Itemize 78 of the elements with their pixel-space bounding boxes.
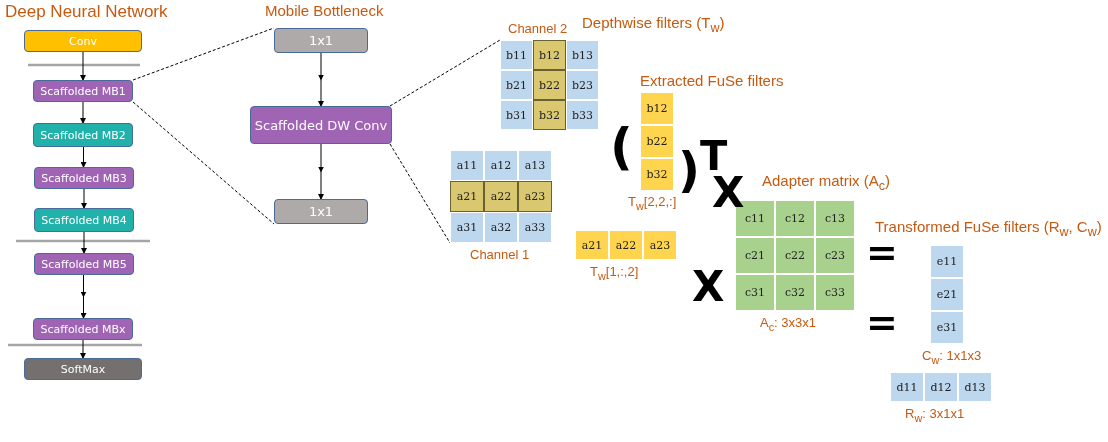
process-box: Scaffolded MB3: [34, 167, 134, 189]
matrix-cell: c32: [775, 274, 815, 311]
matrix-cell: a12: [484, 150, 518, 181]
equals-sign: =: [866, 300, 898, 344]
process-box: Scaffolded MB2: [33, 123, 133, 147]
matrix-cell: b31: [500, 100, 533, 130]
matrix-caption: Channel 1: [470, 247, 530, 262]
matrix-cell: a31: [450, 212, 484, 243]
matrix-caption: R$_{w}$: 3x1x1: [905, 406, 965, 424]
matrix-title: Extracted FuSe filters: [640, 72, 784, 89]
matrix-cell: d13: [958, 372, 992, 402]
matrix-cell: a32: [484, 212, 518, 243]
process-box: Scaffolded MB1: [33, 80, 133, 102]
multiply-sign: X: [692, 262, 725, 311]
arrow: [80, 101, 86, 124]
matrix-cell: c12: [775, 200, 815, 237]
arrow: [80, 339, 86, 359]
process-box: 1x1: [274, 199, 368, 224]
arrow: [318, 52, 324, 107]
matrix-caption: Channel 2: [508, 21, 568, 36]
arrow: [80, 146, 87, 168]
zoom-line: [132, 101, 275, 225]
process-box: Scaffolded MB5: [34, 253, 134, 275]
zoom-line: [389, 143, 451, 244]
process-box: Scaffolded MB4: [34, 208, 134, 232]
matrix-cell: a22: [484, 181, 518, 212]
matrix-caption: A$_{c}$: 3x3x1: [760, 315, 816, 333]
matrix-title: Depthwise filters (T$_{w}$): [582, 14, 725, 35]
matrix-cell: c21: [735, 237, 775, 274]
matrix-title: Adapter matrix (A$_{c}$): [762, 172, 890, 193]
matrix-cell: a21: [450, 181, 484, 212]
matrix-cell: b33: [566, 100, 599, 130]
arrow: [318, 143, 324, 200]
matrix-cell: a11: [450, 150, 484, 181]
matrix-title: Transformed FuSe filters (R$_{w}$, C$_{w}$): [875, 218, 1102, 239]
process-box: Scaffolded MBx: [33, 318, 133, 340]
matrix-cell: e11: [930, 245, 964, 278]
matrix-cell: c23: [815, 237, 855, 274]
matrix-cell: b12: [533, 40, 566, 70]
arrow: [80, 51, 86, 81]
matrix-cell: b22: [640, 125, 674, 158]
matrix-cell: b21: [500, 70, 533, 100]
section-title: Mobile Bottleneck: [265, 2, 384, 19]
matrix-cell: c33: [815, 274, 855, 311]
matrix-cell: a13: [518, 150, 552, 181]
matrix-cell: b23: [566, 70, 599, 100]
process-box: Conv: [24, 30, 142, 52]
zoom-line: [389, 39, 501, 107]
arrow: [81, 188, 87, 209]
matrix-cell: b12: [640, 92, 674, 125]
matrix-cell: a23: [518, 181, 552, 212]
matrix-cell: c22: [775, 237, 815, 274]
matrix-cell: a33: [518, 212, 552, 243]
matrix-cell: a22: [609, 230, 643, 260]
arrow: [81, 274, 87, 319]
matrix-cell: e21: [930, 278, 964, 311]
matrix-caption: T$_{w}$[2,2,:]: [628, 194, 677, 212]
matrix-caption: T$_{w}$[1,:,2]: [590, 264, 639, 282]
matrix-cell: c31: [735, 274, 775, 311]
section-title: Deep Neural Network: [5, 2, 168, 22]
matrix-cell: d12: [924, 372, 958, 402]
matrix-cell: a21: [575, 230, 609, 260]
matrix-cell: d11: [890, 372, 924, 402]
matrix-cell: b11: [500, 40, 533, 70]
matrix-cell: b22: [533, 70, 566, 100]
matrix-cell: e31: [930, 311, 964, 344]
matrix-cell: b32: [640, 158, 674, 191]
matrix-cell: c13: [815, 200, 855, 237]
zoom-line: [132, 27, 275, 81]
matrix-cell: b32: [533, 100, 566, 130]
matrix-cell: b13: [566, 40, 599, 70]
process-box: SoftMax: [24, 358, 142, 380]
parenthesis: (: [610, 118, 633, 176]
matrix-cell: a23: [643, 230, 677, 260]
matrix-caption: C$_{w}$: 1x1x3: [922, 348, 982, 366]
process-box: 1x1: [274, 28, 368, 53]
process-box: Scaffolded DW Conv: [250, 106, 392, 144]
arrow: [81, 231, 87, 254]
